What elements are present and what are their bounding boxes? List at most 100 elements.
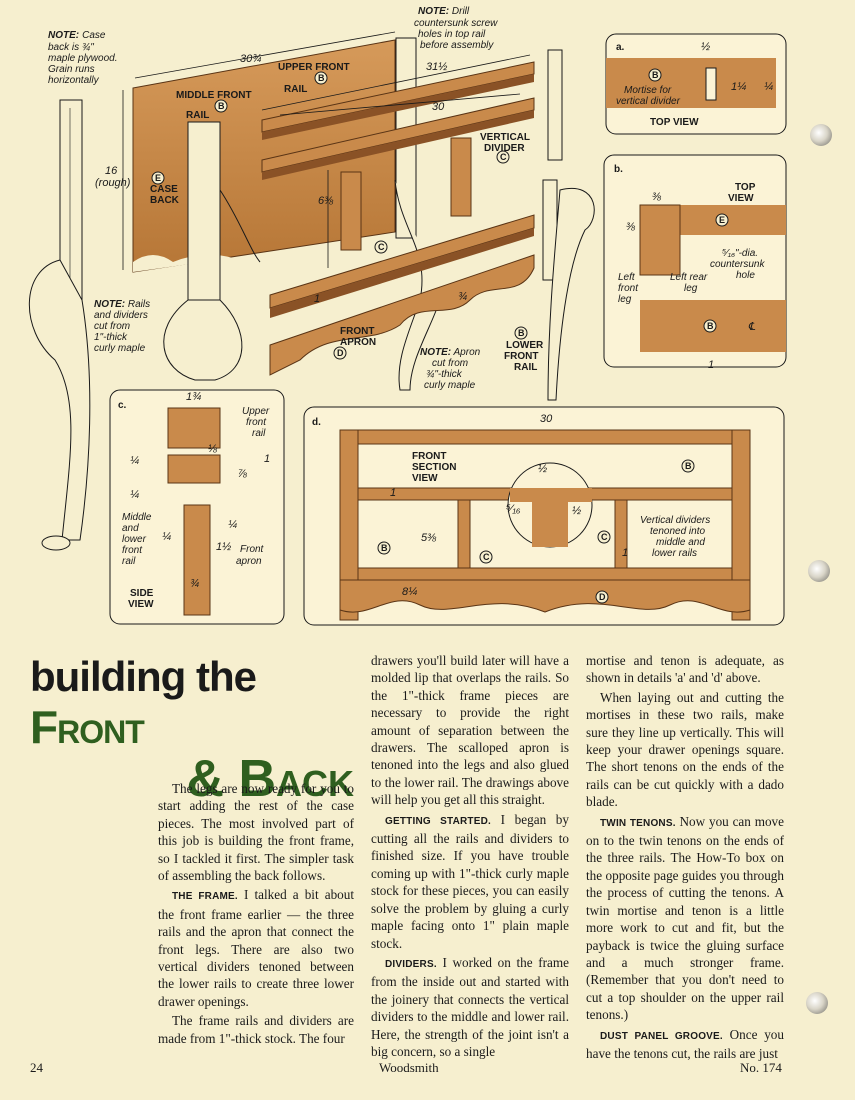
svg-text:leg: leg xyxy=(618,294,632,305)
svg-text:FRONT: FRONT xyxy=(412,451,446,462)
svg-text:VIEW: VIEW xyxy=(128,599,154,610)
svg-text:½: ½ xyxy=(538,463,547,475)
dim-three-quarter: ¾ xyxy=(458,291,467,303)
binder-hole-bottom xyxy=(806,992,828,1014)
svg-text:⅜: ⅜ xyxy=(626,221,636,233)
svg-text:countersunk screw: countersunk screw xyxy=(414,18,498,29)
label-back: BACK xyxy=(150,195,180,206)
part-markers xyxy=(151,71,528,360)
svg-text:back is ¾": back is ¾" xyxy=(48,42,94,53)
svg-text:NOTE:Case: NOTE:Case xyxy=(48,30,106,41)
issue-number: No. 174 xyxy=(740,1060,782,1075)
svg-text:a.: a. xyxy=(616,42,625,53)
svg-text:½: ½ xyxy=(701,41,710,53)
svg-text:D: D xyxy=(599,592,606,602)
magazine-name: Woodsmith xyxy=(379,1060,439,1075)
svg-text:B: B xyxy=(685,461,692,471)
svg-text:Front: Front xyxy=(240,544,265,555)
svg-text:B: B xyxy=(652,70,659,80)
svg-text:Mortise for: Mortise for xyxy=(624,85,672,96)
text-column-2: drawers you'll build later will have a m… xyxy=(371,652,569,1062)
svg-text:¼: ¼ xyxy=(130,489,139,501)
svg-text:VIEW: VIEW xyxy=(728,193,754,204)
paragraph: drawers you'll build later will have a m… xyxy=(371,653,569,808)
svg-text:C: C xyxy=(601,532,608,542)
text-column-1: The legs are now ready for you to start … xyxy=(158,780,354,1049)
article-headline: building the Front & Back xyxy=(30,650,360,806)
svg-text:¼: ¼ xyxy=(764,81,773,93)
label-lower: LOWER xyxy=(506,340,544,351)
dim-rough: (rough) xyxy=(95,177,131,189)
detail-c: c. 1¾ Upper front rail ⅛ ¼ ⅞ 1 ¼ Middle … xyxy=(109,389,285,625)
paragraph: mortise and tenon is adequate, as shown … xyxy=(586,653,784,686)
exploded-view-illustration: NOTE:Case back is ¾" maple plywood. Grai… xyxy=(28,6,787,626)
svg-text:¾"-thick: ¾"-thick xyxy=(426,369,463,380)
dim-16: 16 xyxy=(105,165,118,177)
svg-text:¼: ¼ xyxy=(228,519,237,531)
svg-text:before assembly: before assembly xyxy=(420,40,494,51)
right-front-leg xyxy=(394,179,441,391)
label-lower-rail: RAIL xyxy=(514,362,537,373)
svg-text:front: front xyxy=(122,545,143,556)
svg-text:Middle: Middle xyxy=(122,512,152,523)
paragraph: The frame rails and dividers are made fr… xyxy=(158,1013,354,1046)
svg-text:lower: lower xyxy=(122,534,147,545)
run-in-heading: DUST PANEL GROOVE. xyxy=(600,1030,723,1042)
headline-front: Front xyxy=(30,701,145,753)
label-middle-front: MIDDLE FRONT xyxy=(176,90,252,101)
svg-text:Vertical dividers: Vertical dividers xyxy=(640,515,710,526)
svg-text:Upper: Upper xyxy=(242,406,270,417)
label-middle-rail: RAIL xyxy=(186,110,209,121)
svg-text:1½: 1½ xyxy=(216,541,231,553)
svg-text:C: C xyxy=(378,242,385,252)
paragraph: GETTING STARTED. I began by cutting all … xyxy=(371,811,569,951)
svg-text:1: 1 xyxy=(390,487,396,499)
svg-text:⁵⁄₁₆"-dia.: ⁵⁄₁₆"-dia. xyxy=(722,248,758,259)
label-upper-front: UPPER FRONT xyxy=(278,62,350,73)
svg-text:C: C xyxy=(500,152,507,162)
paragraph: TWIN TENONS. Now you can move on to the … xyxy=(586,813,784,1023)
vertical-dividers xyxy=(340,137,472,251)
detail-a: a. ½ Mortise for vertical divider 1¼ ¼ T… xyxy=(605,33,787,135)
run-in-heading: THE FRAME. xyxy=(172,891,238,903)
part-marker-letters: B B E C C D B xyxy=(155,73,525,358)
middle-front-rail xyxy=(261,97,535,180)
dim-30: 30 xyxy=(432,101,445,113)
svg-text:¼: ¼ xyxy=(162,531,171,543)
svg-text:C: C xyxy=(483,552,490,562)
svg-text:NOTE: Apron: NOTE: Apron xyxy=(420,347,481,358)
svg-text:cut from: cut from xyxy=(94,321,130,332)
svg-text:rail: rail xyxy=(122,556,136,567)
svg-text:lower rails: lower rails xyxy=(652,548,697,559)
svg-text:c.: c. xyxy=(118,400,127,411)
headline-back: & Back xyxy=(186,750,354,808)
svg-text:¼: ¼ xyxy=(130,455,139,467)
svg-text:front: front xyxy=(618,283,639,294)
svg-text:TOP: TOP xyxy=(735,182,756,193)
run-in-heading: DIVIDERS. xyxy=(385,958,437,970)
svg-text:leg: leg xyxy=(684,283,698,294)
label-lower-front: FRONT xyxy=(504,351,538,362)
svg-text:B: B xyxy=(518,328,525,338)
dim-30-75: 30¾ xyxy=(240,53,261,65)
dim-one: 1 xyxy=(314,293,320,305)
svg-text:1¾: 1¾ xyxy=(186,391,201,403)
label-apron: APRON xyxy=(340,337,376,348)
svg-text:E: E xyxy=(719,215,725,225)
left-front-leg xyxy=(163,121,261,381)
svg-text:8¼: 8¼ xyxy=(402,586,417,598)
svg-text:1¼: 1¼ xyxy=(731,81,746,93)
svg-text:and dividers: and dividers xyxy=(94,310,148,321)
svg-text:NOTE: Rails: NOTE: Rails xyxy=(94,299,150,310)
svg-text:horizontally: horizontally xyxy=(48,75,100,86)
label-case: CASE xyxy=(150,184,178,195)
svg-text:curly maple: curly maple xyxy=(424,380,476,391)
label-front: FRONT xyxy=(340,326,374,337)
svg-text:apron: apron xyxy=(236,556,262,567)
svg-text:E: E xyxy=(155,173,161,183)
label-upper-rail: RAIL xyxy=(284,84,307,95)
svg-text:D: D xyxy=(337,348,344,358)
svg-text:b.: b. xyxy=(614,164,623,175)
svg-text:1: 1 xyxy=(264,453,270,465)
svg-text:d.: d. xyxy=(312,417,321,428)
